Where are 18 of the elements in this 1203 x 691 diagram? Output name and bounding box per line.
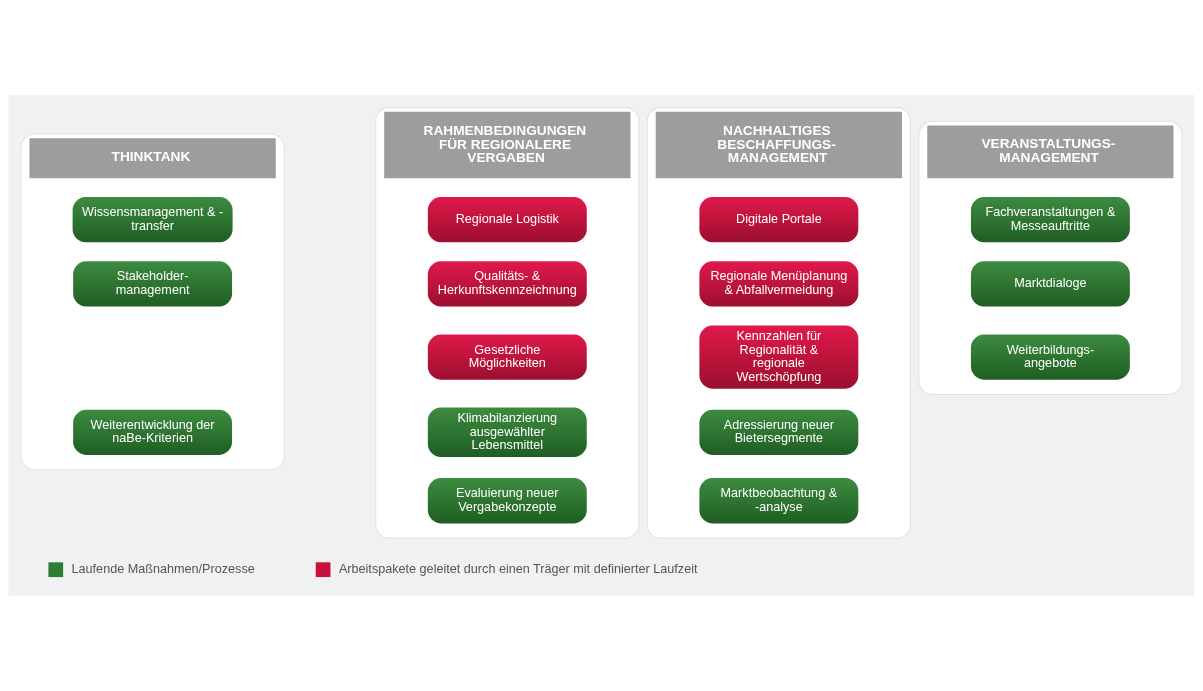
node-box: Qualitäts- & Herkunftskennzeichnung bbox=[427, 261, 587, 307]
legend-label: Laufende Maßnahmen/Prozesse bbox=[71, 561, 255, 576]
node-box: Marktbeobachtung & -analyse bbox=[699, 478, 859, 524]
node-box: Adressierung neuer Bietersegmente bbox=[699, 409, 859, 455]
node-box: Kennzahlen für Regionalität & regionale Wertschöpfung bbox=[699, 325, 859, 389]
node-box: Regionale Logistik bbox=[427, 197, 587, 243]
node-box: Regionale Menüplanung & Abfallvermeidung bbox=[699, 261, 859, 307]
node-box: Fachveranstaltungen & Messeauftritte bbox=[970, 197, 1130, 243]
node-box: Klimabilanzierung ausgewählter Lebensmittel bbox=[427, 407, 587, 458]
node-box: Wissensmanagement & - transfer bbox=[72, 197, 233, 243]
node-box: Gesetzliche Möglichkeiten bbox=[427, 334, 587, 380]
node-box: Weiterentwicklung der naBe-Kriterien bbox=[73, 409, 233, 455]
node-box: Weiterbildungs- angebote bbox=[970, 334, 1130, 380]
node-box: Marktdialoge bbox=[970, 261, 1130, 307]
node-box: Digitale Portale bbox=[699, 197, 859, 243]
node-box: Evaluierung neuer Vergabekonzepte bbox=[427, 478, 587, 524]
node-box: Stakeholder- management bbox=[73, 261, 233, 307]
legend-label: Arbeitspakete geleitet durch einen Träger mit definierter Laufzeit bbox=[338, 561, 698, 576]
